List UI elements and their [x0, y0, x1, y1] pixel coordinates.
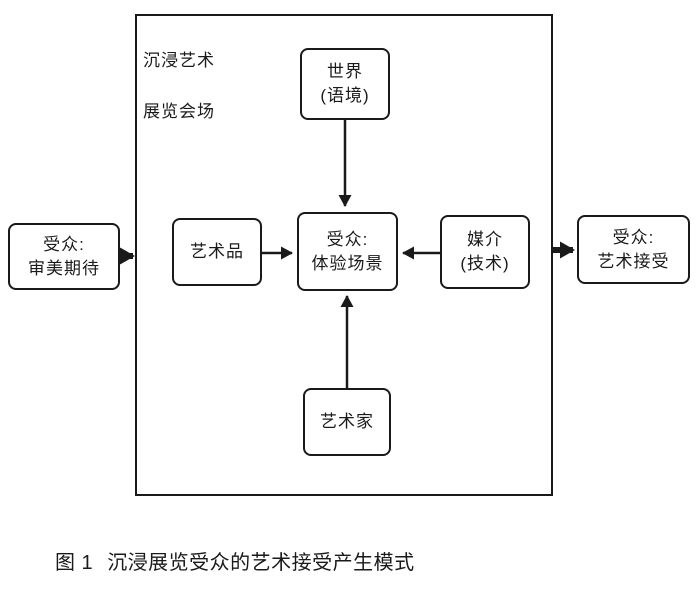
node-art-acceptance-line1: 受众: [612, 227, 655, 247]
node-world: 世界 (语境) [300, 48, 390, 120]
node-medium-line2: (技术) [460, 254, 510, 273]
figure-caption: 图 1 沉浸展览受众的艺术接受产生模式 [55, 546, 415, 575]
node-art-acceptance: 受众: 艺术接受 [577, 215, 690, 284]
exhibition-venue-label-line2: 展览会场 [143, 101, 215, 121]
node-experience-scene: 受众: 体验场景 [297, 212, 398, 291]
node-artist-label: 艺术家 [320, 412, 374, 432]
node-artwork: 艺术品 [172, 218, 262, 286]
node-aesthetic-expectation-line1: 受众: [43, 234, 85, 254]
exhibition-venue-label-line1: 沉浸艺术 [143, 50, 215, 70]
node-aesthetic-expectation: 受众: 审美期待 [8, 223, 120, 290]
node-artist: 艺术家 [303, 388, 391, 456]
node-art-acceptance-line2: 艺术接受 [597, 251, 670, 271]
node-artwork-label: 艺术品 [190, 242, 244, 262]
exhibition-venue-label: 沉浸艺术 展览会场 [143, 22, 215, 150]
node-world-line2: (语境) [320, 86, 370, 105]
node-experience-scene-line1: 受众: [326, 229, 369, 249]
figure-caption-number: 图 1 [55, 552, 94, 574]
figure-caption-text: 沉浸展览受众的艺术接受产生模式 [107, 552, 415, 574]
node-experience-scene-line2: 体验场景 [311, 253, 384, 273]
node-medium-line1: 媒介 [467, 230, 503, 250]
node-world-line1: 世界 [327, 62, 363, 82]
node-medium: 媒介 (技术) [440, 215, 530, 289]
node-aesthetic-expectation-line2: 审美期待 [28, 258, 100, 278]
